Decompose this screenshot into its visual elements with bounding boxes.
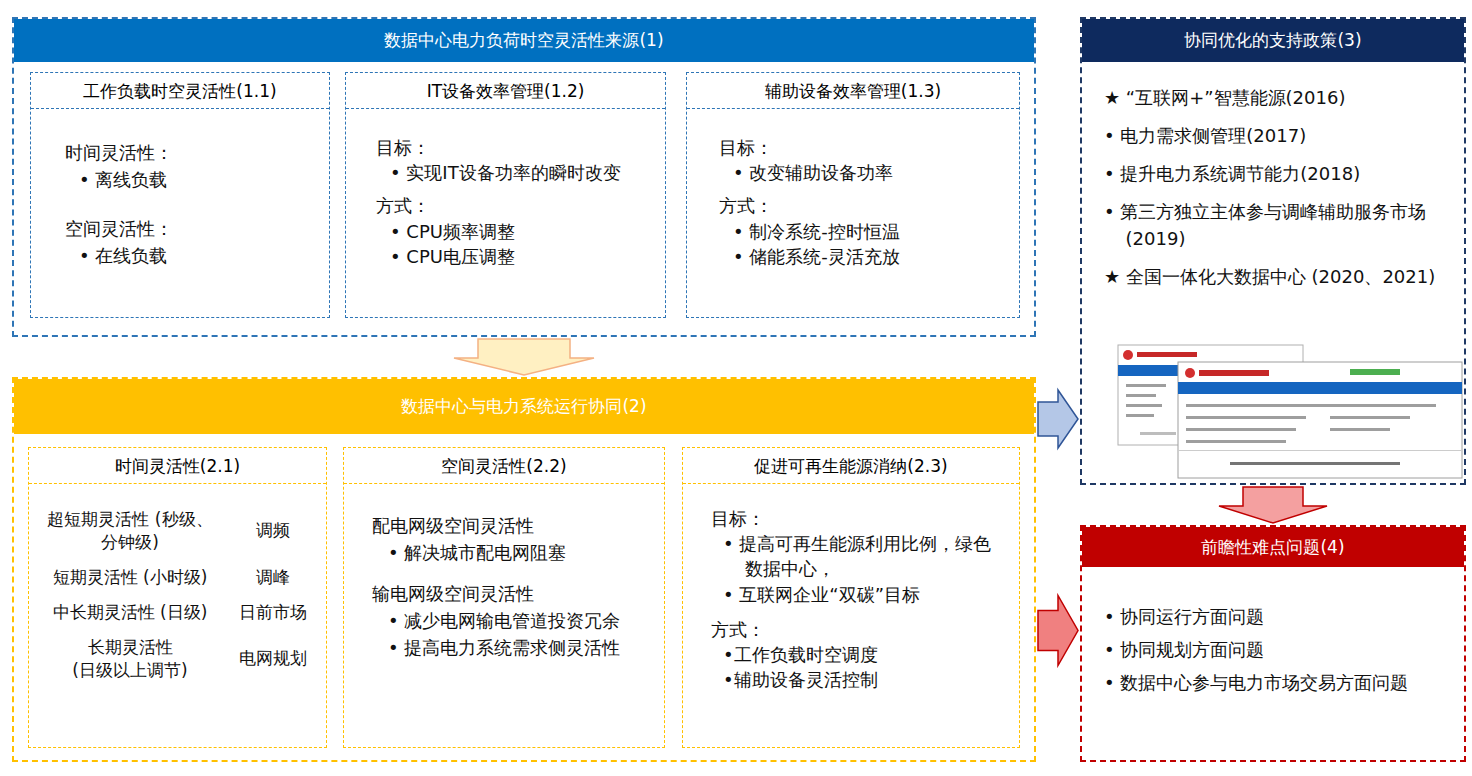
item-heading: 目标： bbox=[376, 135, 655, 160]
title-bar bbox=[1137, 352, 1197, 357]
bullet-item: • 在线负载 bbox=[79, 242, 321, 269]
bullet-item: • 提升电力系统调节能力(2018) bbox=[1104, 160, 1450, 187]
box-heading: 时间灵活性(2.1) bbox=[29, 448, 326, 484]
bullet-item: • 第三方独立主体参与调峰辅助服务市场(2019) bbox=[1104, 198, 1450, 252]
policy-panel: 协同优化的支持政策(3) ★ “互联网+”智慧能源(2016) • 电力需求侧管理(… bbox=[1080, 17, 1466, 485]
emblem bbox=[1185, 368, 1195, 378]
row-label: 长期灵活性 (日级以上调节) bbox=[35, 636, 225, 682]
bullet-item: • 电力需求侧管理(2017) bbox=[1104, 122, 1450, 149]
group-box: 时间灵活性(2.1) 超短期灵活性 (秒级、分钟级)调频短期灵活性 (小时级)调峰… bbox=[28, 447, 327, 748]
block-arrow bbox=[1038, 390, 1078, 448]
nav-bar bbox=[1178, 382, 1462, 394]
title-bar bbox=[1199, 370, 1269, 376]
section-panel: 数据中心电力负荷时空灵活性来源(1)工作负载时空灵活性(1.1)时间灵活性：• … bbox=[12, 17, 1036, 337]
item-heading: 方式： bbox=[711, 617, 1007, 642]
item-heading: 时间灵活性： bbox=[65, 139, 321, 166]
issue-panel: 前瞻性难点问题(4) • 协同运行方面问题 • 协同规划方面问题 • 数据中心参与电力… bbox=[1080, 525, 1466, 762]
item-heading: 输电网级空间灵活性 bbox=[372, 580, 654, 607]
block-arrow bbox=[1038, 596, 1078, 666]
row-label: 中长期灵活性 (日级) bbox=[35, 601, 225, 624]
row-value: 日前市场 bbox=[225, 601, 320, 624]
text-line bbox=[1330, 428, 1390, 431]
bullet-item: • 制冷系统-控时恒温 bbox=[733, 219, 1009, 244]
panel-header: 数据中心与电力系统运行协同(2) bbox=[14, 379, 1034, 434]
bullet-item: • 减少电网输电管道投资冗余 bbox=[388, 607, 654, 634]
bullet-item: • CPU电压调整 bbox=[390, 244, 655, 269]
panel-header: 前瞻性难点问题(4) bbox=[1082, 527, 1464, 567]
bullet-item: • 解决城市配电网阻塞 bbox=[388, 539, 654, 566]
bullet-item: ★ “互联网+”智慧能源(2016) bbox=[1104, 84, 1450, 111]
text-line bbox=[1126, 404, 1162, 407]
block-arrow bbox=[1219, 487, 1327, 523]
item-heading: 配电网级空间灵活性 bbox=[372, 512, 654, 539]
box-heading: 辅助设备效率管理(1.3) bbox=[687, 73, 1019, 109]
group-box: 空间灵活性(2.2)配电网级空间灵活性• 解决城市配电网阻塞输电网级空间灵活性•… bbox=[343, 447, 665, 748]
item-heading: 方式： bbox=[719, 193, 1009, 218]
box-heading: IT设备效率管理(1.2) bbox=[346, 73, 665, 109]
window-frame bbox=[1178, 362, 1462, 478]
row-label: 超短期灵活性 (秒级、分钟级) bbox=[35, 508, 225, 554]
bullet-item: • 提高电力系统需求侧灵活性 bbox=[388, 634, 654, 661]
front-screenshot bbox=[1178, 362, 1462, 478]
group-box: 辅助设备效率管理(1.3) 目标：• 改变辅助设备功率方式：• 制冷系统-控时恒温… bbox=[686, 72, 1020, 318]
item-heading: 目标： bbox=[719, 135, 1009, 160]
row-value: 调峰 bbox=[225, 566, 320, 589]
toolbar bbox=[1350, 369, 1400, 375]
emblem bbox=[1123, 350, 1133, 360]
text-line bbox=[1230, 462, 1400, 465]
block-arrow bbox=[454, 339, 594, 375]
section-panel: 数据中心与电力系统运行协同(2) 时间灵活性(2.1) 超短期灵活性 (秒级、分钟级… bbox=[12, 377, 1036, 762]
bullet-item: • 互联网企业“双碳”目标 bbox=[723, 582, 1007, 607]
text-line bbox=[1330, 416, 1410, 419]
box-heading: 工作负载时空灵活性(1.1) bbox=[31, 73, 329, 109]
box-heading: 空间灵活性(2.2) bbox=[344, 448, 664, 484]
row-label: 短期灵活性 (小时级) bbox=[35, 566, 225, 589]
group-box: 工作负载时空灵活性(1.1) 时间灵活性：• 离线负载空间灵活性：• 在线负载 bbox=[30, 72, 330, 318]
bullet-item: • 离线负载 bbox=[79, 166, 321, 193]
text-line bbox=[1126, 384, 1166, 387]
group-box: 促进可再生能源消纳(2.3) 目标：• 提高可再生能源利用比例，绿色数据中心，• … bbox=[682, 447, 1020, 748]
divider bbox=[1178, 450, 1462, 451]
item-heading: 目标： bbox=[711, 506, 1007, 531]
panel-header: 数据中心电力负荷时空灵活性来源(1) bbox=[14, 19, 1034, 62]
text-line bbox=[1126, 394, 1156, 397]
text-line bbox=[1186, 404, 1436, 407]
bullet-item: ★ 全国一体化大数据中心 (2020、2021) bbox=[1104, 263, 1450, 290]
group-box: IT设备效率管理(1.2) 目标：• 实现IT设备功率的瞬时改变方式：• CPU频… bbox=[345, 72, 666, 318]
text-line bbox=[1186, 428, 1296, 431]
bullet-item: • CPU频率调整 bbox=[390, 219, 655, 244]
bullet-item: • 协同规划方面问题 bbox=[1104, 636, 1450, 663]
item-heading: 空间灵活性： bbox=[65, 215, 321, 242]
text-line bbox=[1186, 416, 1306, 419]
bullet-item: • 数据中心参与电力市场交易方面问题 bbox=[1104, 669, 1450, 696]
bullet-item: • 改变辅助设备功率 bbox=[733, 160, 1009, 185]
box-heading: 促进可再生能源消纳(2.3) bbox=[683, 448, 1019, 484]
bullet-item: •辅助设备灵活控制 bbox=[723, 667, 1007, 692]
bullet-item: • 协同运行方面问题 bbox=[1104, 603, 1450, 630]
row-value: 调频 bbox=[225, 519, 320, 542]
text-line bbox=[1126, 414, 1154, 417]
text-line bbox=[1186, 440, 1286, 443]
text-line bbox=[1140, 432, 1176, 435]
bullet-item: •工作负载时空调度 bbox=[723, 642, 1007, 667]
bullet-item: • 储能系统-灵活充放 bbox=[733, 244, 1009, 269]
bullet-item: • 提高可再生能源利用比例，绿色数据中心， bbox=[723, 531, 1007, 581]
bullet-item: • 实现IT设备功率的瞬时改变 bbox=[390, 160, 655, 185]
panel-header: 协同优化的支持政策(3) bbox=[1082, 19, 1464, 62]
item-heading: 方式： bbox=[376, 193, 655, 218]
row-value: 电网规划 bbox=[225, 647, 320, 670]
